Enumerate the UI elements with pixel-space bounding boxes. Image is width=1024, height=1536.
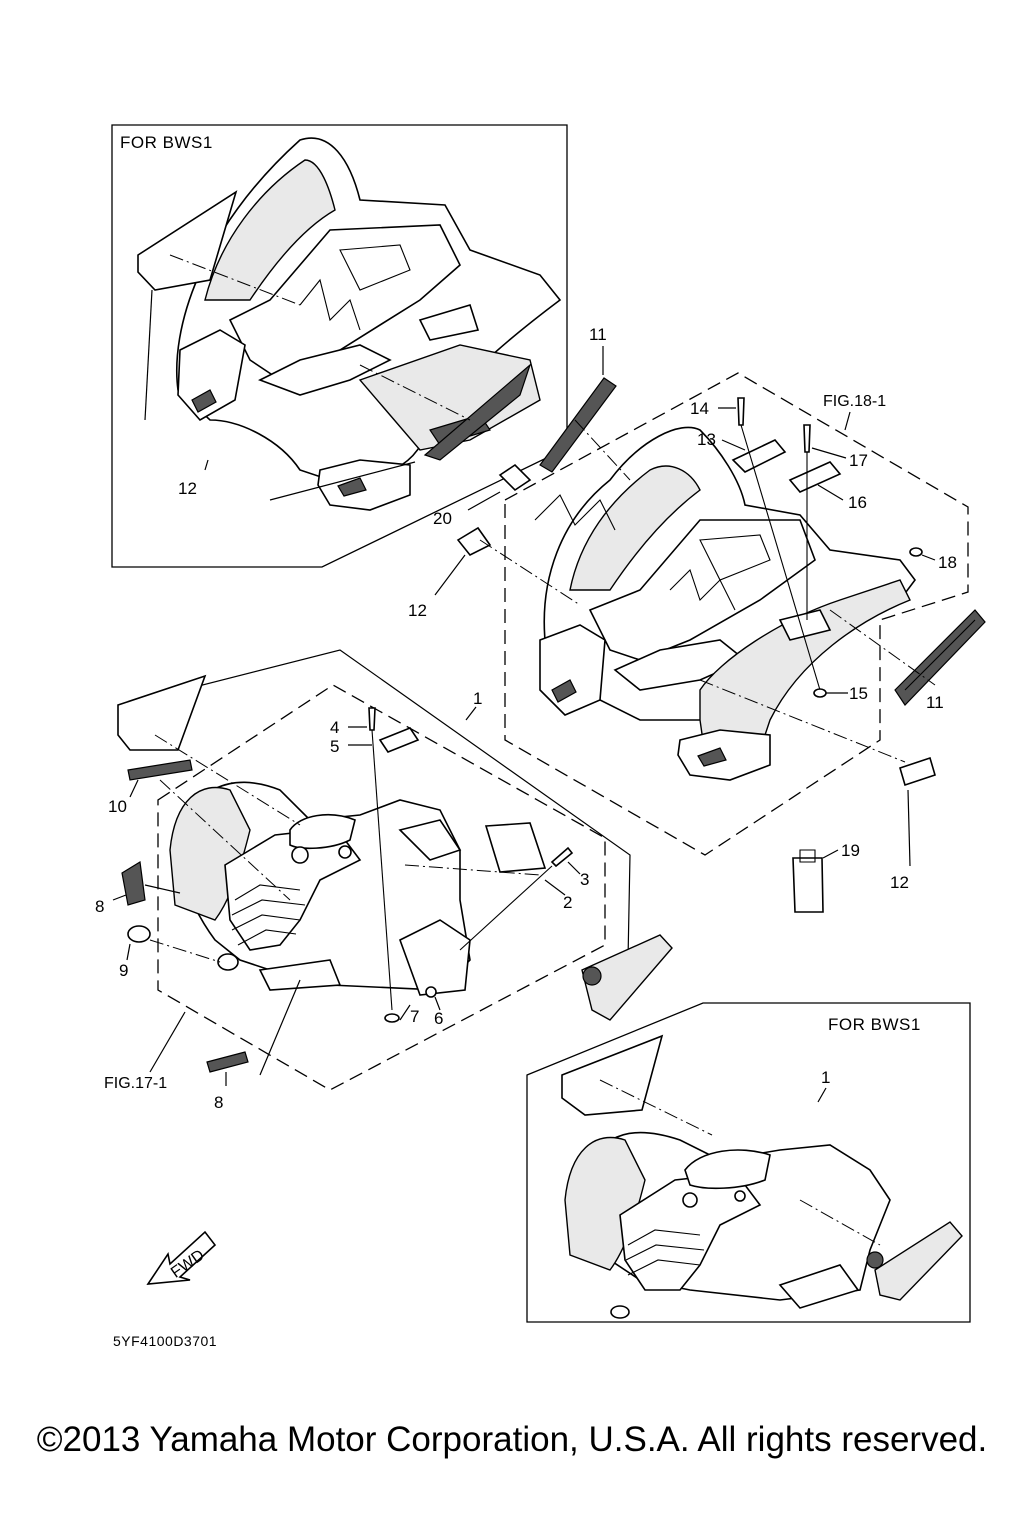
decal-8-upper xyxy=(121,861,146,906)
rear-fender-group: FIG.18-1 11 11 20 xyxy=(408,325,986,892)
grommet-7 xyxy=(384,1013,400,1023)
callout-13: 13 xyxy=(697,430,716,449)
front-fender-group: 1 FIG.17-1 10 xyxy=(95,649,673,1112)
callout-6: 4 xyxy=(330,718,339,737)
screw-6 xyxy=(368,707,376,731)
inset-frame-bottom-right xyxy=(526,1002,971,1323)
callout-15: 15 xyxy=(849,684,868,703)
callout-11-right: 11 xyxy=(926,693,944,712)
callout-17: 17 xyxy=(849,451,868,470)
plate-16 xyxy=(788,461,842,493)
grommet-15 xyxy=(813,688,827,698)
callout-1-inset: 1 xyxy=(821,1068,830,1087)
decal-11-right xyxy=(894,609,986,706)
rear-fender xyxy=(539,426,916,781)
front-fender-inset xyxy=(564,1131,891,1319)
inset-frame-top-left xyxy=(111,124,568,568)
screw-17 xyxy=(803,424,811,453)
decal-20 xyxy=(498,463,532,492)
decal-front-left xyxy=(117,674,207,751)
decal-12-inset-right xyxy=(423,363,532,461)
callout-16: 16 xyxy=(848,493,867,512)
fig17-ref: FIG.17-1 xyxy=(104,1075,167,1092)
emblem-front-right xyxy=(582,966,602,986)
callout-20: 20 xyxy=(433,509,452,528)
fig17-boundary xyxy=(157,684,606,1091)
decal-8-lower xyxy=(206,1051,249,1073)
callout-8-upper: 8 xyxy=(95,897,104,916)
rear-fender-inset-top xyxy=(175,137,562,511)
decal-12-right xyxy=(899,756,936,787)
inset-label-bottom-right: FOR BWS1 xyxy=(828,1015,921,1034)
inset-label-top-left: FOR BWS1 xyxy=(120,133,213,152)
plate-13 xyxy=(731,439,787,473)
callout-14: 14 xyxy=(690,399,709,418)
callout-19: 19 xyxy=(841,841,860,860)
callout-12-right: 12 xyxy=(890,873,909,892)
callout-12-inset: 12 xyxy=(178,479,197,498)
reflector-9 xyxy=(127,925,151,943)
diagram-code: 5YF4100D3701 xyxy=(113,1333,217,1349)
plate-5 xyxy=(378,727,420,753)
callout-3: 3 xyxy=(580,870,589,889)
callout-2: 2 xyxy=(563,893,572,912)
emblem-inset-right xyxy=(866,1251,884,1269)
callout-11-top: 11 xyxy=(589,325,607,344)
decal-10 xyxy=(127,759,193,781)
callout-4: 6 xyxy=(434,1009,443,1028)
callout-8-lower: 8 xyxy=(214,1093,223,1112)
callout-12-left: 12 xyxy=(408,601,427,620)
plate-2 xyxy=(484,822,547,873)
callout-1-main: 1 xyxy=(473,689,482,708)
fwd-arrow: FWD xyxy=(146,1230,217,1285)
decal-11-top xyxy=(539,377,617,473)
label-19: 19 xyxy=(792,841,860,913)
front-fender xyxy=(169,781,471,996)
decal-inset-right xyxy=(874,1221,963,1301)
inset-bottom-right: FOR BWS1 1 xyxy=(526,1002,971,1323)
decal-12-left xyxy=(456,526,492,557)
callout-7: 7 xyxy=(410,1007,419,1026)
callout-5: 5 xyxy=(330,737,339,756)
nut-4 xyxy=(425,986,437,998)
copyright-notice: ©2013 Yamaha Motor Corporation, U.S.A. A… xyxy=(36,1420,988,1459)
screw-14 xyxy=(737,397,745,426)
callout-9: 9 xyxy=(119,961,128,980)
fig18-ref: FIG.18-1 xyxy=(823,393,886,410)
grommet-18 xyxy=(909,547,923,557)
decal-inset-left xyxy=(561,1034,664,1116)
inset-top-left: FOR BWS1 12 xyxy=(111,124,568,568)
decal-12-inset-left xyxy=(137,190,238,291)
decal-front-right xyxy=(581,934,673,1021)
screw-3 xyxy=(550,846,574,868)
callout-18: 18 xyxy=(938,553,957,572)
callout-10: 10 xyxy=(108,797,127,816)
